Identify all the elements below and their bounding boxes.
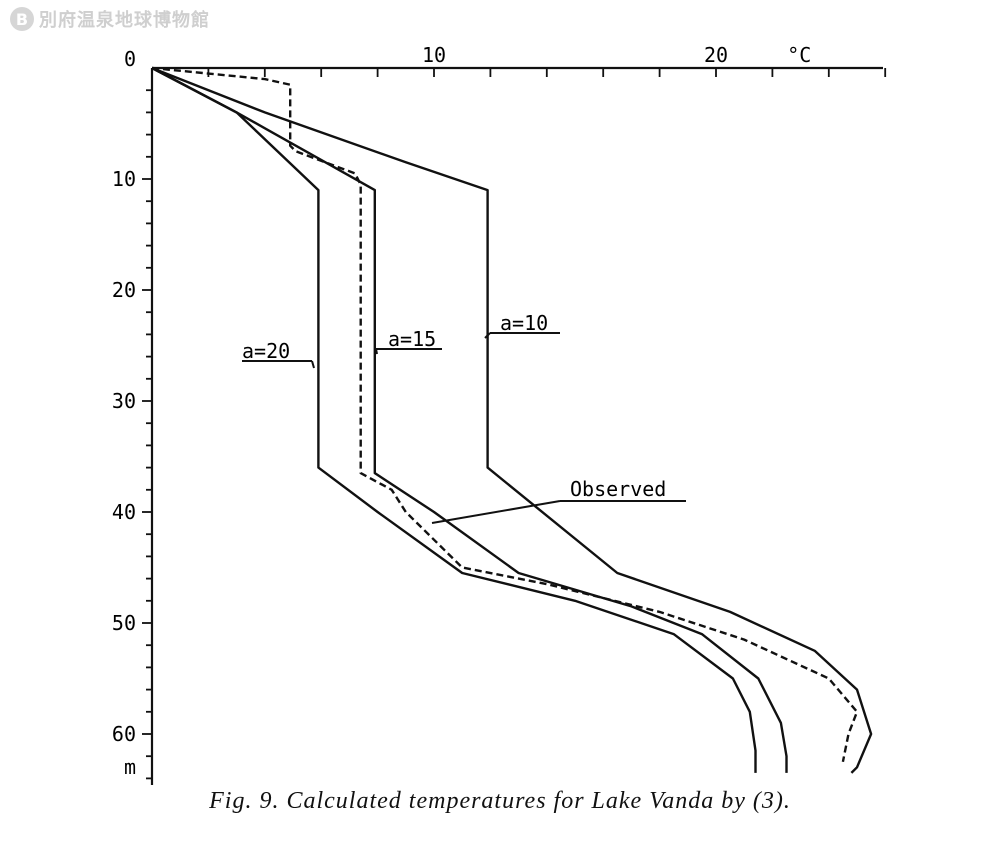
chart-series [151, 66, 873, 774]
museum-logo-icon: B [10, 7, 34, 31]
annotation-label-0: a=10 [500, 311, 548, 335]
chart-axes [150, 66, 883, 785]
series-line-1 [151, 66, 788, 773]
watermark-text: 別府温泉地球博物館 [39, 10, 210, 31]
x-tick-label-10: 10 [422, 43, 446, 67]
y-tick-label-50: 50 [112, 611, 136, 635]
annotation-label-2: a=20 [242, 339, 290, 363]
series-line-0 [151, 66, 873, 774]
chart: 10 20 °C 10 20 30 40 50 60 0 m a=10 a=15 a=20Observe… [112, 43, 887, 785]
chart-ticks: 10 20 °C 10 20 30 40 50 60 0 m [112, 43, 887, 780]
series-line-2 [151, 66, 757, 773]
y-tick-label-20: 20 [112, 278, 136, 302]
origin-label: 0 [124, 47, 136, 71]
watermark-logo: B 別府温泉地球博物館 [10, 6, 210, 32]
annotation-leader-3 [431, 500, 561, 524]
y-unit-label: m [124, 755, 136, 779]
y-tick-label-60: 60 [112, 722, 136, 746]
annotation-label-3: Observed [570, 477, 666, 501]
series-line-3 [151, 66, 859, 763]
annotation-label-1: a=15 [388, 327, 436, 351]
annotation-leader-1 [375, 348, 378, 355]
y-tick-label-40: 40 [112, 500, 136, 524]
x-tick-label-20: 20 [704, 43, 728, 67]
x-unit-label: °C [787, 43, 811, 67]
annotation-leader-2 [311, 360, 315, 369]
y-tick-label-30: 30 [112, 389, 136, 413]
annotation-leader-0 [484, 332, 491, 339]
figure-caption: Fig. 9. Calculated temperatures for Lake… [209, 788, 791, 814]
y-tick-label-10: 10 [112, 167, 136, 191]
